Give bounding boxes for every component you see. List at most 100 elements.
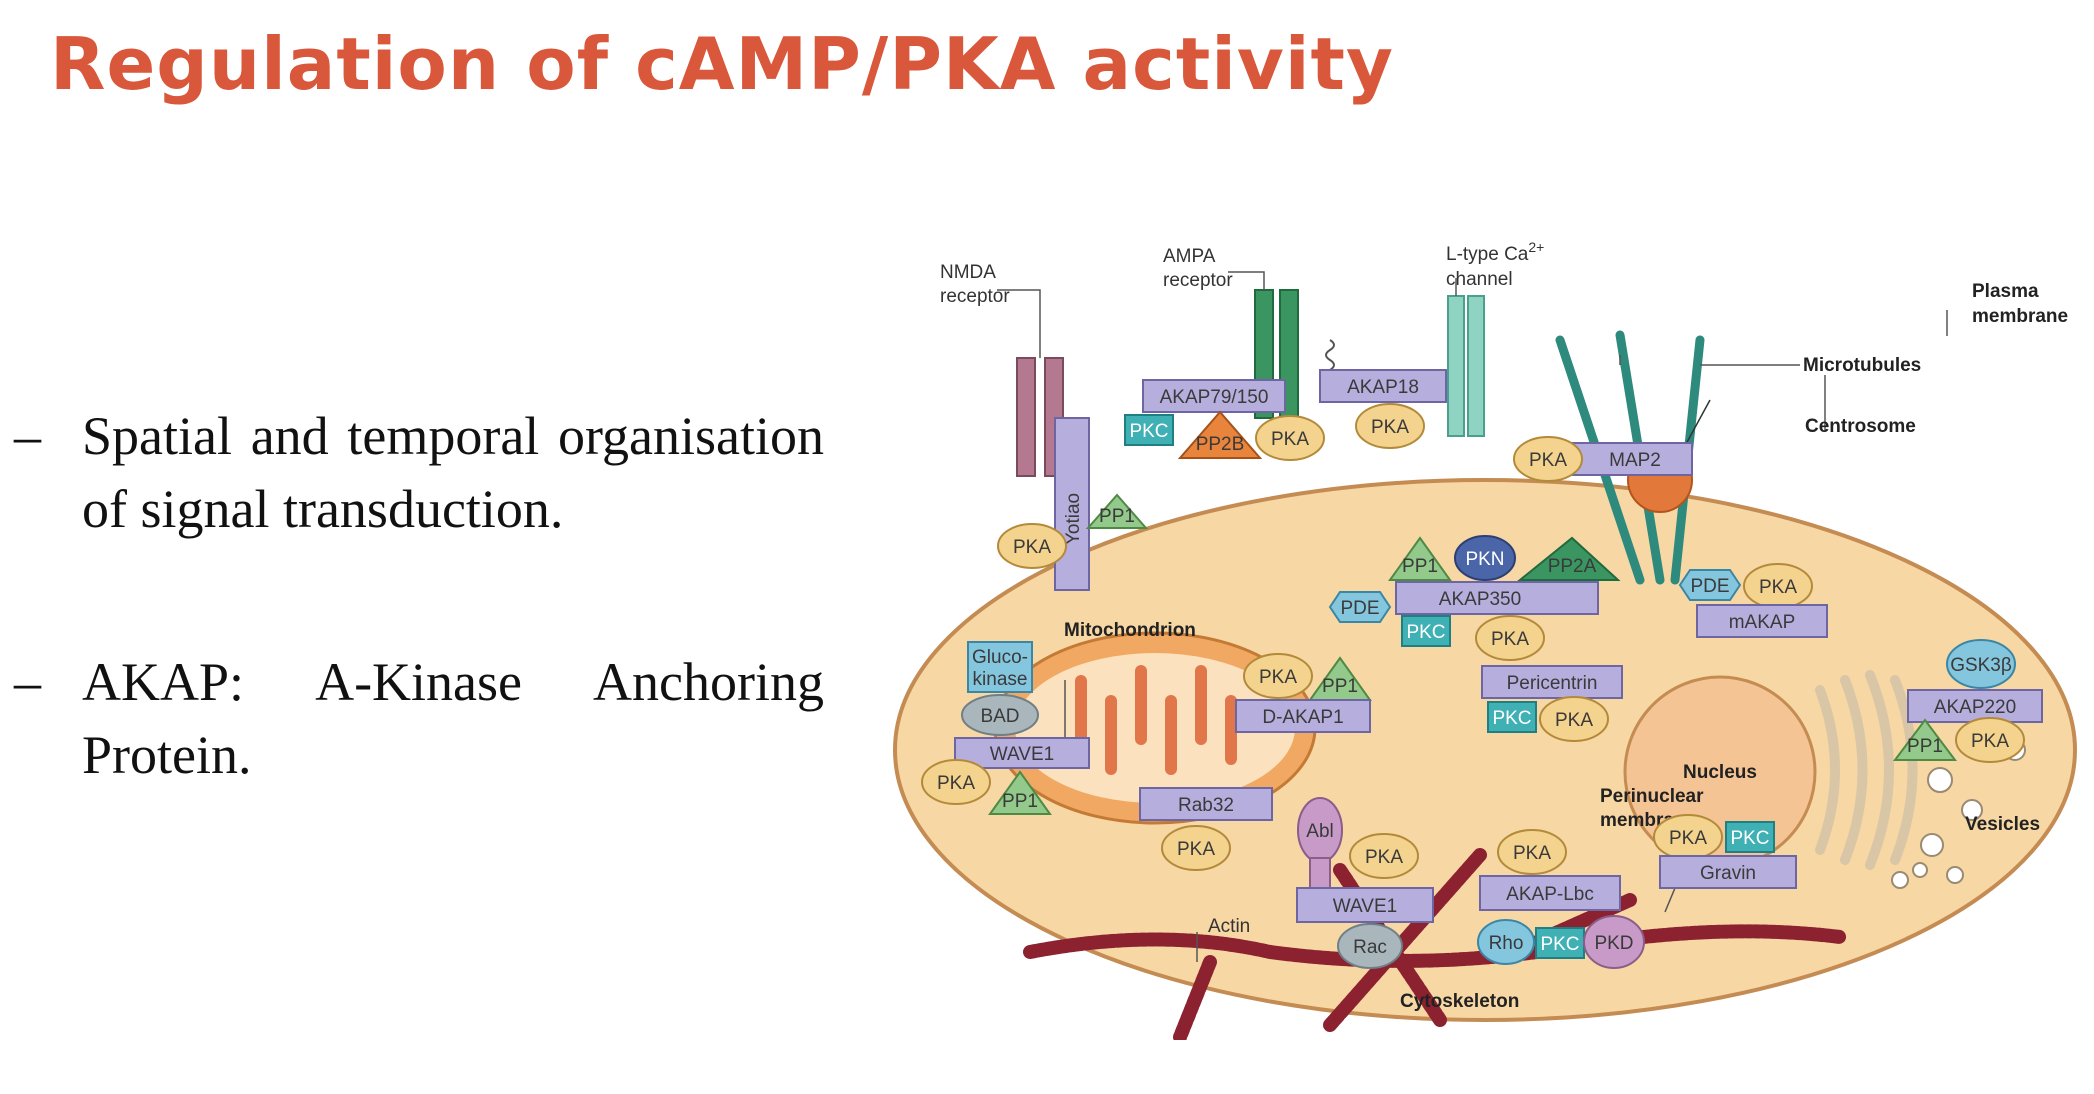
pkn-akap350-label: PKN xyxy=(1465,549,1504,570)
pkc-pericentrin-label: PKC xyxy=(1492,708,1531,729)
pde-akap350-label: PDE xyxy=(1340,598,1379,619)
label-ltype-line2: channel xyxy=(1446,269,1513,290)
pericentrin xyxy=(1481,665,1623,699)
abl-label: Abl xyxy=(1306,821,1333,842)
pka-akaplbc-label: PKA xyxy=(1513,843,1551,864)
slide-title: Regulation of cAMP/PKA activity xyxy=(50,22,1394,106)
akap18 xyxy=(1319,369,1447,403)
wave1-mito xyxy=(954,737,1090,769)
pkc-akap79-label: PKC xyxy=(1129,421,1168,442)
label-plasma-line2: membrane xyxy=(1972,306,2068,327)
pka-dakap1-label: PKA xyxy=(1259,667,1297,688)
pkn-akap350 xyxy=(1454,535,1516,581)
akap18-label: AKAP18 xyxy=(1347,377,1419,398)
yotiao xyxy=(1054,417,1090,591)
label-mitochondrion: Mitochondrion xyxy=(1064,620,1196,641)
wave1-actin-label: WAVE1 xyxy=(1333,896,1397,917)
akap220-label: AKAP220 xyxy=(1934,697,2016,718)
pp1-yotiao-label: PP1 xyxy=(1099,506,1135,527)
pka-map2 xyxy=(1513,436,1583,482)
pka-akap18-label: PKA xyxy=(1371,417,1409,438)
pka-akap79 xyxy=(1255,415,1325,461)
pp1-yotiao xyxy=(1085,493,1149,529)
bad xyxy=(961,694,1039,736)
bullet-text: Spatial and temporal organisation of sig… xyxy=(82,406,824,539)
leader-lines xyxy=(997,271,1948,962)
label-ampa-line2: receptor xyxy=(1163,270,1233,291)
yotiao-label: Yotiao xyxy=(1063,493,1084,545)
pka-map2-label: PKA xyxy=(1529,450,1567,471)
pkc-akap350-label: PKC xyxy=(1406,622,1445,643)
d-akap1-label: D-AKAP1 xyxy=(1262,707,1343,728)
makap-label: mAKAP xyxy=(1729,612,1796,633)
akap79-150 xyxy=(1142,379,1286,413)
pka-gravin-label: PKA xyxy=(1669,828,1707,849)
wave1-mito-label: WAVE1 xyxy=(990,744,1054,765)
bullet-marker: – xyxy=(14,652,41,712)
akap-lbc xyxy=(1479,875,1621,911)
pp1-wave1-mito-label: PP1 xyxy=(1002,791,1038,812)
akap-cell-diagram: NMDA receptor AMPA receptor L-type Ca2+ … xyxy=(893,240,2077,1040)
pka-pericentrin-label: PKA xyxy=(1555,710,1593,731)
rac-label: Rac xyxy=(1353,937,1387,958)
bullet-marker: – xyxy=(14,406,41,466)
pp1-akap350-label: PP1 xyxy=(1402,556,1438,577)
rho-label: Rho xyxy=(1489,933,1524,954)
akap220 xyxy=(1907,689,2043,723)
pp1-akap350 xyxy=(1388,536,1452,581)
pde-akap350 xyxy=(1328,591,1392,623)
label-nucleus: Nucleus xyxy=(1683,762,1757,783)
pka-rab32-label: PKA xyxy=(1177,839,1215,860)
vesicles xyxy=(1891,739,2026,889)
bullet-text: AKAP: A-Kinase Anchoring Protein. xyxy=(82,652,824,785)
pkc-akaplbc xyxy=(1535,927,1585,959)
glucokinase-label-line2: kinase xyxy=(973,669,1028,690)
bullet-list: – Spatial and temporal organisation of s… xyxy=(14,400,824,792)
label-plasma-line1: Plasma xyxy=(1972,281,2039,302)
gravin xyxy=(1659,855,1797,889)
pp1-wave1-mito xyxy=(988,770,1052,815)
pka-akap79-label: PKA xyxy=(1271,429,1309,450)
makap xyxy=(1696,604,1828,638)
golgi-apparatus xyxy=(1815,670,1918,870)
pkd xyxy=(1583,915,1645,969)
glucokinase xyxy=(967,641,1033,693)
pp1-akap220 xyxy=(1893,718,1957,761)
pde-makap-label: PDE xyxy=(1690,576,1729,597)
pp2b-akap79-label: PP2B xyxy=(1196,434,1245,455)
pka-akap350 xyxy=(1475,615,1545,661)
label-vesicles: Vesicles xyxy=(1965,814,2040,835)
pka-makap-label: PKA xyxy=(1759,577,1797,598)
akap350 xyxy=(1395,581,1599,615)
akap79-150-label: AKAP79/150 xyxy=(1160,387,1269,408)
pka-wave1-actin-label: PKA xyxy=(1365,847,1403,868)
pkd-label: PKD xyxy=(1594,933,1633,954)
d-akap1 xyxy=(1235,699,1371,733)
pka-akap350-label: PKA xyxy=(1491,629,1529,650)
pka-wave1-mito-label: PKA xyxy=(937,773,975,794)
label-ltype-line1: L-type Ca2+ xyxy=(1446,240,1544,265)
pka-akap18 xyxy=(1355,403,1425,449)
rab32 xyxy=(1139,787,1273,821)
pericentrin-label: Pericentrin xyxy=(1507,673,1598,694)
pkc-akap79 xyxy=(1124,414,1174,446)
pp1-akap220-label: PP1 xyxy=(1907,736,1943,757)
pp2a-akap350-label: PP2A xyxy=(1548,556,1597,577)
map2-label: MAP2 xyxy=(1609,450,1661,471)
rab32-label: Rab32 xyxy=(1178,795,1234,816)
pp2a-akap350 xyxy=(1517,536,1621,581)
pka-dakap1 xyxy=(1243,653,1313,699)
label-nmda-line1: NMDA xyxy=(940,262,996,283)
pkc-pericentrin xyxy=(1487,701,1537,733)
l-type-calcium-channel xyxy=(1447,295,1485,437)
bullet-item: – Spatial and temporal organisation of s… xyxy=(14,400,824,546)
label-perinuclear-line1: Perinuclear xyxy=(1600,786,1704,807)
map2 xyxy=(1569,442,1693,476)
bad-label: BAD xyxy=(980,706,1019,727)
pp1-dakap1-label: PP1 xyxy=(1322,676,1358,697)
pde-makap xyxy=(1678,569,1742,601)
label-centrosome: Centrosome xyxy=(1805,416,1916,437)
pp2b-akap79 xyxy=(1177,410,1263,459)
glucokinase-label-line1: Gluco- xyxy=(972,647,1028,668)
pka-wave1-actin xyxy=(1349,833,1419,879)
